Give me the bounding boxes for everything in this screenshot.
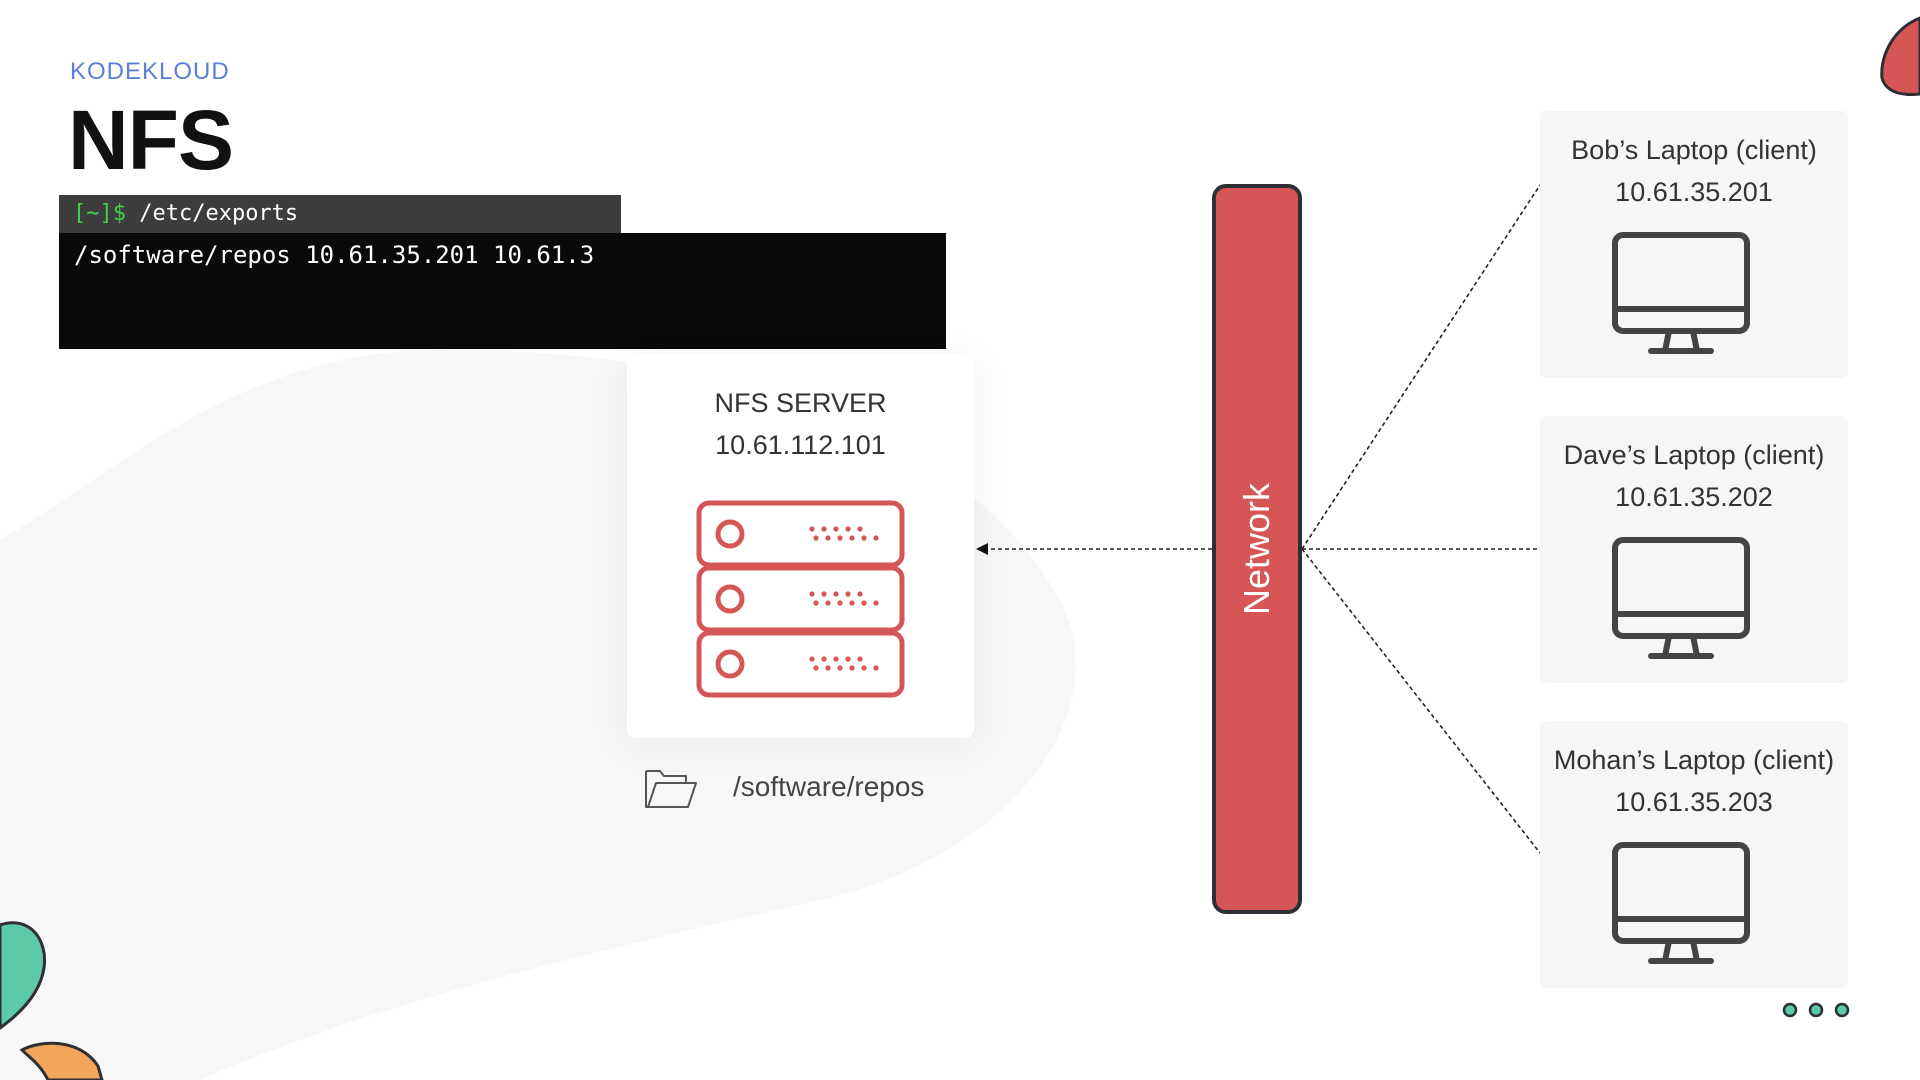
connector-network-to-mohan: [1301, 548, 1541, 854]
teal-corner-blob: [0, 921, 47, 1030]
arrowhead-icon: [976, 543, 988, 555]
client-card-dave: Dave’s Laptop (client) 10.61.35.202: [1540, 416, 1848, 683]
terminal-command: /etc/exports: [125, 201, 299, 226]
server-rack-icon: [696, 500, 905, 698]
terminal-output: /software/repos 10.61.35.201 10.61.3: [59, 233, 946, 349]
folder-icon: [645, 770, 697, 808]
client-card-bob: Bob’s Laptop (client) 10.61.35.201: [1540, 111, 1848, 378]
page-title: NFS: [68, 93, 234, 187]
decorative-dots-icon: [1782, 1002, 1850, 1018]
network-label: Network: [1236, 482, 1277, 616]
share-path-label: /software/repos: [733, 771, 925, 802]
client-name: Dave’s Laptop (client): [1563, 440, 1825, 470]
client-name: Mohan’s Laptop (client): [1553, 745, 1835, 775]
client-name: Bob’s Laptop (client): [1571, 135, 1817, 165]
red-corner-blob: [1880, 16, 1920, 96]
client-ip: 10.61.35.201: [1615, 177, 1773, 207]
monitor-icon: [1612, 232, 1750, 354]
kodekloud-logo: KODEKLOUD: [70, 58, 230, 85]
terminal-title-bar: [~]$ /etc/exports: [59, 195, 621, 233]
client-card-mohan: Mohan’s Laptop (client) 10.61.35.203: [1540, 721, 1848, 988]
orange-corner-blob: [19, 1041, 104, 1080]
server-ip: 10.61.112.101: [715, 430, 886, 460]
client-ip: 10.61.35.203: [1615, 787, 1773, 817]
monitor-icon: [1612, 842, 1750, 964]
nfs-server-card: NFS SERVER 10.61.112.101: [627, 354, 974, 738]
network-bar: [1212, 184, 1302, 914]
server-name: NFS SERVER: [714, 388, 887, 418]
client-ip: 10.61.35.202: [1615, 482, 1773, 512]
terminal-prompt: [~]$: [73, 201, 126, 226]
monitor-icon: [1612, 537, 1750, 659]
connector-network-to-bob: [1301, 184, 1541, 550]
